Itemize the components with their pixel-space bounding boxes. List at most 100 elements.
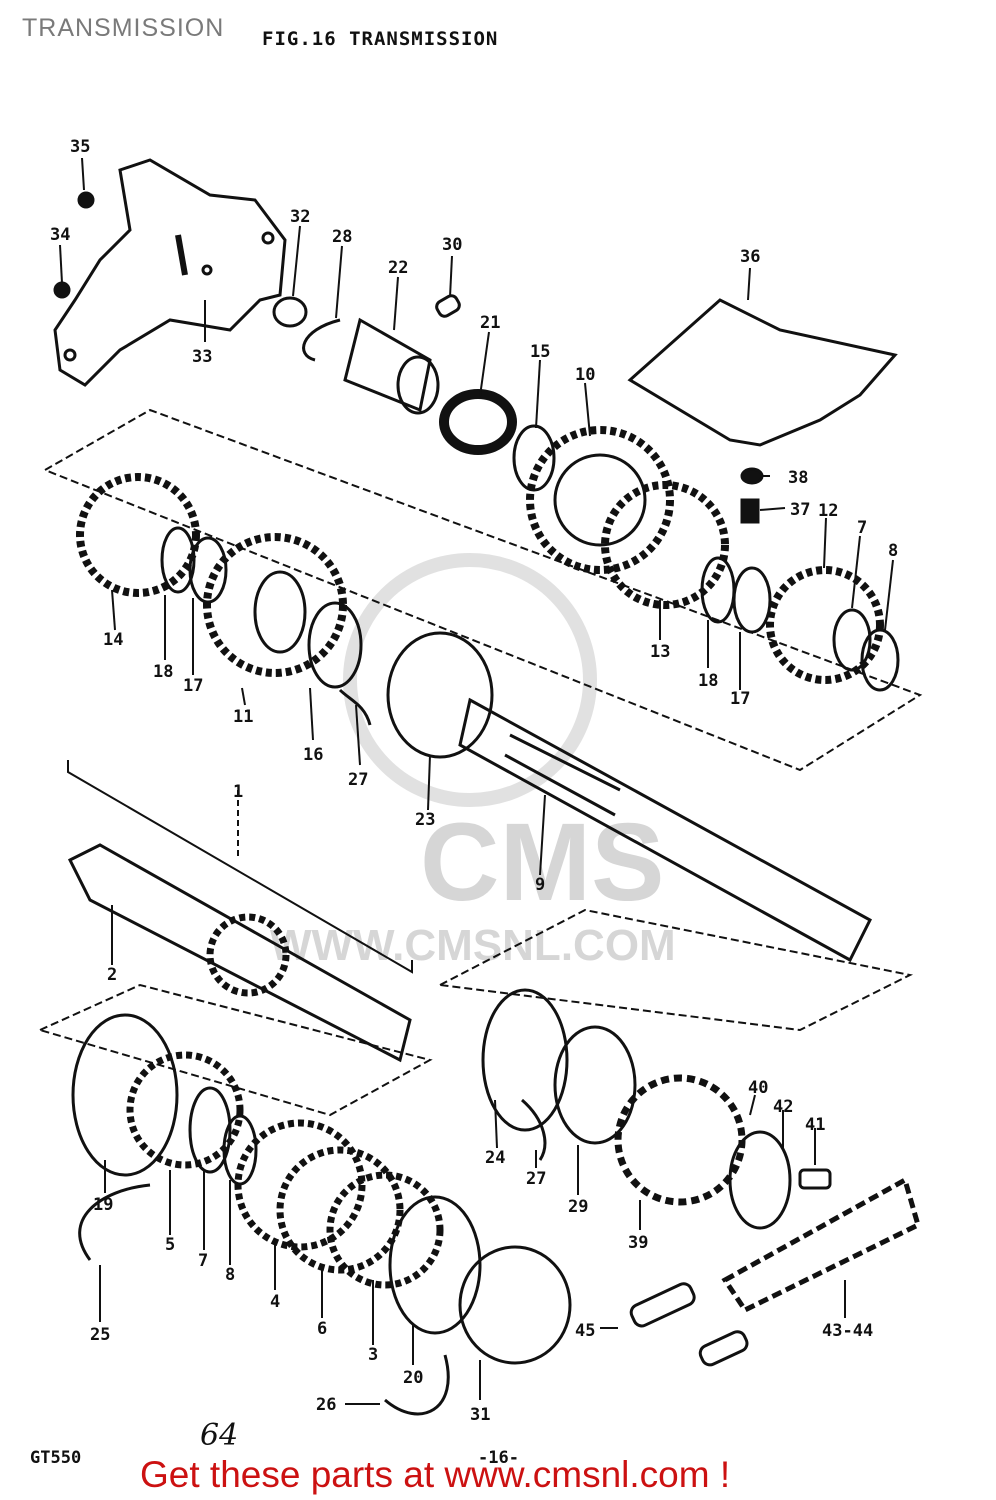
washer-18-right bbox=[700, 556, 736, 624]
callout-40: 40 bbox=[748, 1078, 768, 1098]
seal-32 bbox=[272, 296, 308, 328]
gear-5 bbox=[126, 1051, 244, 1169]
callout-27-lower: 27 bbox=[526, 1169, 546, 1189]
gear-10 bbox=[526, 426, 674, 574]
shaft-2 bbox=[67, 843, 412, 1063]
bolt-41 bbox=[798, 1168, 832, 1190]
gear-14 bbox=[76, 473, 200, 597]
callout-20: 20 bbox=[403, 1368, 423, 1388]
gear-13 bbox=[601, 481, 729, 609]
gear-3 bbox=[326, 1171, 444, 1289]
bearing-24 bbox=[481, 988, 569, 1132]
assembly-frame-lower-right bbox=[436, 908, 914, 1032]
assembly-frame-lower-left bbox=[37, 983, 433, 1117]
model-code: GT550 bbox=[30, 1448, 82, 1468]
callout-1: 1 bbox=[233, 782, 243, 802]
clip-27-lower bbox=[521, 1098, 547, 1161]
part-number-labels: 35 34 32 28 22 30 21 15 10 36 33 38 37 1… bbox=[50, 137, 898, 1425]
cover-36 bbox=[627, 298, 898, 447]
callout-17-right: 17 bbox=[730, 689, 750, 709]
callout-36: 36 bbox=[740, 247, 760, 267]
gear-4 bbox=[234, 1119, 366, 1251]
watermark-logo: CMS WWW.CMSNL.COM bbox=[270, 553, 676, 970]
callout-25: 25 bbox=[90, 1325, 110, 1345]
callout-6: 6 bbox=[317, 1319, 327, 1339]
bracket-slot bbox=[175, 234, 188, 276]
callout-16: 16 bbox=[303, 745, 323, 765]
callout-9: 9 bbox=[535, 875, 545, 895]
callout-22: 22 bbox=[388, 258, 408, 278]
bearing-19 bbox=[71, 1013, 179, 1177]
bearing-20 bbox=[388, 1195, 482, 1335]
needle-bearing-21 bbox=[439, 389, 517, 455]
bolt-35 bbox=[77, 191, 95, 209]
callout-13: 13 bbox=[650, 642, 670, 662]
callout-5: 5 bbox=[165, 1235, 175, 1255]
figure-title: FIG.16 TRANSMISSION bbox=[262, 28, 499, 50]
circlip-17-left bbox=[188, 536, 228, 604]
washer-7-right bbox=[832, 608, 872, 672]
bracket-part bbox=[53, 158, 287, 387]
master-link-45 bbox=[629, 1282, 696, 1328]
cap-31 bbox=[458, 1245, 572, 1365]
callout-7-left: 7 bbox=[198, 1251, 208, 1271]
callout-11: 11 bbox=[233, 707, 253, 727]
callout-32: 32 bbox=[290, 207, 310, 227]
callout-3: 3 bbox=[368, 1345, 378, 1365]
assembly-frame-upper bbox=[42, 408, 923, 772]
callout-27-upper: 27 bbox=[348, 770, 368, 790]
callout-15: 15 bbox=[530, 342, 550, 362]
callout-42: 42 bbox=[773, 1097, 793, 1117]
callout-2: 2 bbox=[107, 965, 117, 985]
callout-10: 10 bbox=[575, 365, 595, 385]
clip-27-upper bbox=[338, 688, 372, 726]
callout-19: 19 bbox=[93, 1195, 113, 1215]
seal-16 bbox=[307, 601, 363, 689]
callout-8-left: 8 bbox=[225, 1265, 235, 1285]
page-tag-label: TRANSMISSION bbox=[22, 14, 225, 42]
callout-12: 12 bbox=[818, 501, 838, 521]
callout-21: 21 bbox=[480, 313, 500, 333]
circlip-26 bbox=[384, 1354, 450, 1416]
callout-38: 38 bbox=[788, 468, 808, 488]
page-number: -16- bbox=[478, 1448, 519, 1468]
sprocket-39 bbox=[614, 1074, 746, 1206]
shaft-2-gear bbox=[206, 913, 290, 997]
callout-24: 24 bbox=[485, 1148, 505, 1168]
shaft-9 bbox=[458, 697, 872, 963]
watermark-brand: CMS bbox=[420, 801, 664, 924]
circlip-28 bbox=[302, 318, 341, 362]
washer-15 bbox=[512, 424, 556, 492]
callout-14: 14 bbox=[103, 630, 123, 650]
callout-18-right: 18 bbox=[698, 671, 718, 691]
callout-8-right: 8 bbox=[888, 541, 898, 561]
handwritten-note: 64 bbox=[200, 1418, 239, 1453]
circlip-17-right bbox=[732, 566, 772, 634]
circlip-8-right bbox=[860, 628, 900, 692]
callout-28: 28 bbox=[332, 227, 352, 247]
chain-43-44 bbox=[721, 1176, 921, 1314]
callout-26: 26 bbox=[316, 1395, 336, 1415]
callout-23: 23 bbox=[415, 810, 435, 830]
washer-7-left bbox=[188, 1086, 232, 1174]
callout-18-left: 18 bbox=[153, 662, 173, 682]
callout-17-left: 17 bbox=[183, 676, 203, 696]
callout-29: 29 bbox=[568, 1197, 588, 1217]
bearing-23 bbox=[386, 631, 494, 759]
circlip-25 bbox=[78, 1183, 151, 1261]
plate-40 bbox=[728, 1130, 792, 1230]
shop-link-text[interactable]: Get these parts at www.cmsnl.com ! bbox=[140, 1454, 731, 1495]
seal-29 bbox=[553, 1025, 637, 1145]
callout-35: 35 bbox=[70, 137, 90, 157]
callout-7-right: 7 bbox=[857, 518, 867, 538]
bushing-22 bbox=[343, 317, 432, 413]
gear-6 bbox=[276, 1146, 404, 1274]
leader-lines bbox=[59, 157, 894, 1405]
callout-4: 4 bbox=[270, 1292, 280, 1312]
gear-12 bbox=[766, 566, 884, 684]
callout-43-44: 43-44 bbox=[822, 1321, 873, 1341]
callout-30: 30 bbox=[442, 235, 462, 255]
washer-18-left bbox=[160, 526, 196, 594]
